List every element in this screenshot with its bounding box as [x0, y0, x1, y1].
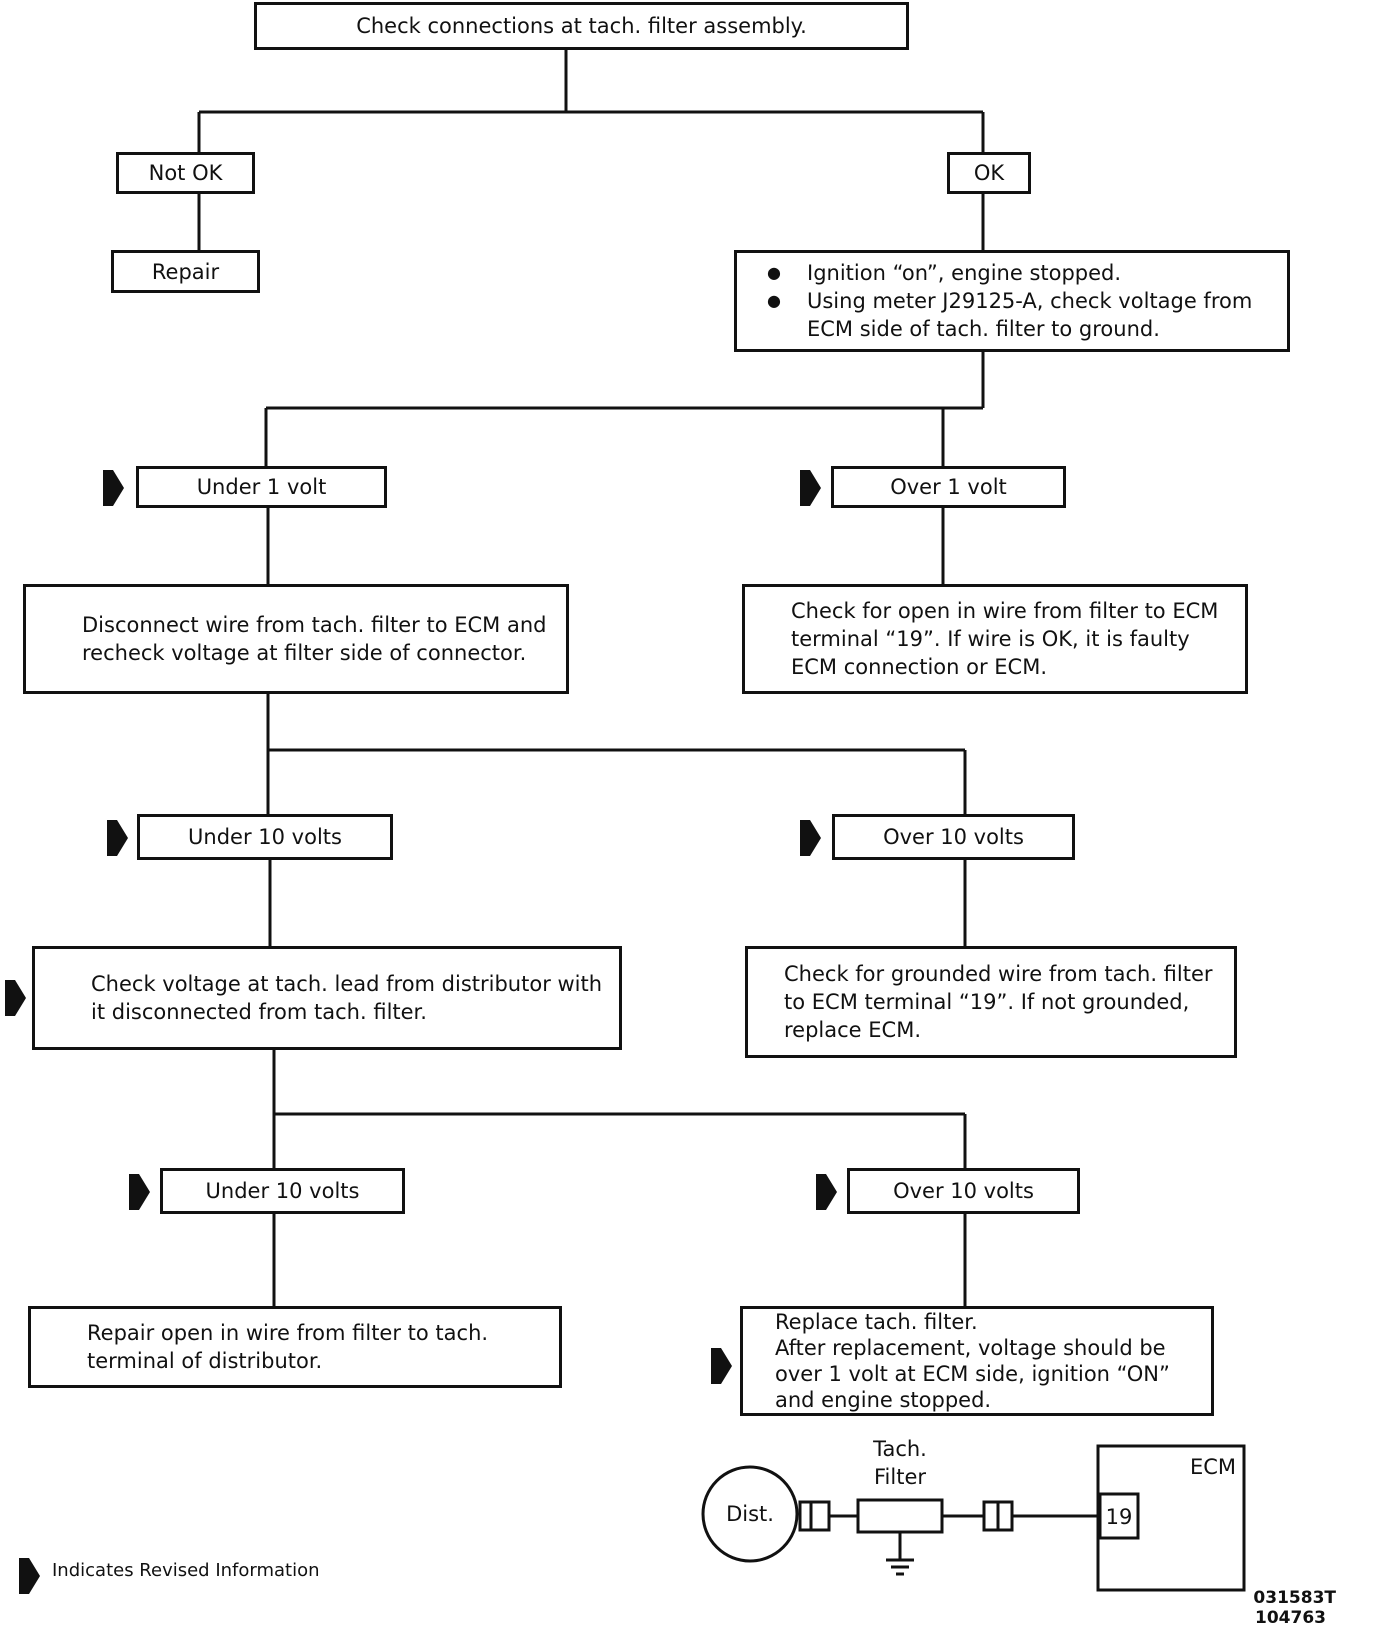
- ecm-terminal-19: [1098, 1492, 1140, 1540]
- check-voltage-step: Check voltage at tach. lead from distrib…: [32, 946, 622, 1050]
- repair-open-step: Repair open in wire from filter to tach.…: [28, 1306, 562, 1388]
- under-10-volts-label: Under 10 volts: [137, 814, 393, 860]
- tach-filter-symbol: [856, 1498, 944, 1534]
- under-1-volt-label: Under 1 volt: [136, 466, 387, 508]
- figure-code: 031583T: [1253, 1588, 1336, 1608]
- ecm-label: ECM: [1189, 1455, 1236, 1479]
- under-10-volts-b-label: Under 10 volts: [160, 1168, 405, 1214]
- revised-marker-icon: [103, 470, 124, 506]
- repair-step: Repair: [111, 250, 260, 293]
- start-step: Check connections at tach. filter assemb…: [254, 2, 909, 50]
- terminal-19-label: 19: [1105, 1505, 1133, 1529]
- revised-marker-icon: [19, 1558, 40, 1594]
- repair-open-step-text: Repair open in wire from filter to tach.…: [87, 1321, 489, 1373]
- tach-filter-label-line1: Tach.: [873, 1437, 927, 1461]
- tach-filter-label-line2: Filter: [873, 1465, 926, 1489]
- distributor-symbol: [701, 1465, 799, 1563]
- revised-marker-icon: [107, 820, 128, 856]
- revised-marker-icon: [816, 1174, 837, 1210]
- revised-marker-icon: [711, 1348, 732, 1384]
- tach-filter-circuit: [701, 1444, 1246, 1592]
- ignition-step-list: Ignition “on”, engine stopped. Using met…: [757, 259, 1267, 343]
- check-grounded-step: Check for grounded wire from tach. filte…: [745, 946, 1237, 1058]
- check-open-step: Check for open in wire from filter to EC…: [742, 584, 1248, 694]
- replace-filter-line: After replacement, voltage should be ove…: [775, 1336, 1170, 1412]
- ok-label: OK: [947, 152, 1031, 194]
- replace-filter-line: Replace tach. filter.: [775, 1310, 978, 1334]
- check-voltage-step-text: Check voltage at tach. lead from distrib…: [91, 972, 603, 1024]
- ecm-symbol: [1096, 1444, 1246, 1592]
- disconnect-step-text: Disconnect wire from tach. filter to ECM…: [82, 613, 547, 665]
- over-1-volt-label: Over 1 volt: [831, 466, 1066, 508]
- check-grounded-step-text: Check for grounded wire from tach. filte…: [784, 962, 1213, 1042]
- over-10-volts-label: Over 10 volts: [832, 814, 1075, 860]
- replace-filter-step: Replace tach. filter. After replacement,…: [740, 1306, 1214, 1416]
- legend-text: Indicates Revised Information: [52, 1560, 320, 1581]
- ignition-step-item: Using meter J29125-A, check voltage from…: [757, 287, 1267, 343]
- over-10-volts-b-label: Over 10 volts: [847, 1168, 1080, 1214]
- check-open-step-text: Check for open in wire from filter to EC…: [791, 599, 1219, 679]
- revised-marker-icon: [129, 1174, 150, 1210]
- figure-code: 104763: [1255, 1608, 1326, 1628]
- dist-label: Dist.: [726, 1502, 774, 1526]
- revised-marker-icon: [800, 470, 821, 506]
- ignition-step-item: Ignition “on”, engine stopped.: [757, 259, 1267, 287]
- disconnect-step: Disconnect wire from tach. filter to ECM…: [23, 584, 569, 694]
- revised-marker-icon: [5, 980, 26, 1016]
- revised-marker-icon: [800, 820, 821, 856]
- ignition-step: Ignition “on”, engine stopped. Using met…: [734, 250, 1290, 352]
- not-ok-label: Not OK: [116, 152, 255, 194]
